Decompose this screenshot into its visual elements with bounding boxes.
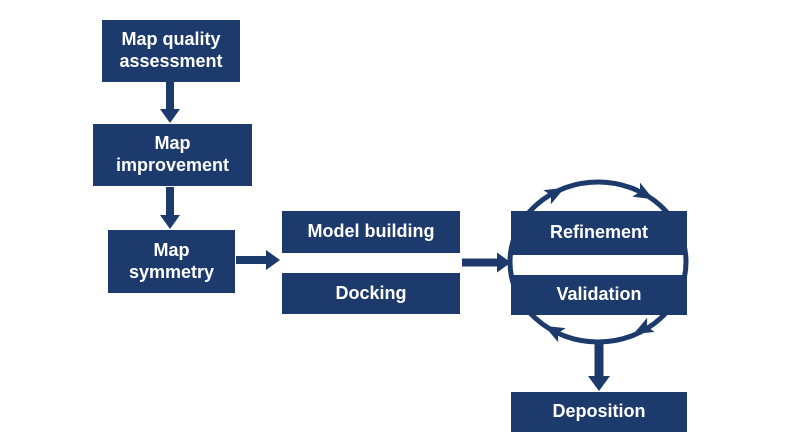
box-map-improvement: Map improvement [93, 124, 252, 186]
box-validation: Validation [511, 275, 687, 315]
cycle-arrowhead-bottom-left-icon [544, 325, 566, 343]
box-docking: Docking [282, 273, 460, 314]
box-refinement: Refinement [511, 211, 687, 255]
arrow-symmetry-to-modeling [236, 250, 280, 270]
box-label: Map quality assessment [119, 29, 223, 71]
cycle-arrowhead-bottom-right-icon [633, 317, 655, 335]
cycle-arrowhead-top-left-icon [543, 187, 565, 205]
box-label: Deposition [552, 401, 646, 422]
refinement-validation-cycle-ring [507, 179, 689, 345]
arrow-improvement-to-symmetry [160, 187, 180, 229]
cycle-arrowhead-top-right-icon [632, 182, 654, 200]
box-label: Map improvement [115, 133, 230, 175]
box-deposition: Deposition [511, 392, 687, 432]
arrow-quality-to-improvement [160, 82, 180, 123]
box-label: Model building [307, 221, 435, 242]
box-label: Docking [335, 282, 407, 303]
arrow-cycle-to-deposition [588, 340, 610, 391]
arrow-modeling-to-refinement [462, 252, 511, 273]
box-label: Map symmetry [128, 239, 215, 282]
box-label: Validation [556, 284, 642, 305]
box-map-quality-assessment: Map quality assessment [102, 20, 240, 82]
box-map-symmetry: Map symmetry [108, 230, 235, 293]
box-model-building: Model building [282, 211, 460, 253]
box-label: Refinement [549, 222, 648, 243]
